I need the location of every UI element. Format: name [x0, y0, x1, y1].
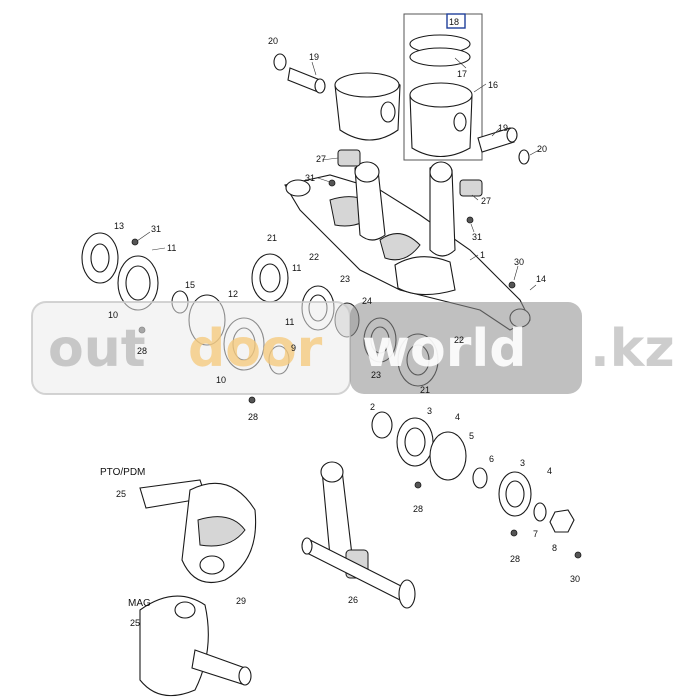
callout-18: 18 [449, 17, 459, 27]
ring-5 [429, 431, 467, 481]
callout-14: 14 [536, 274, 546, 284]
callout-5: 5 [469, 431, 474, 441]
callout-20-right: 20 [537, 144, 547, 154]
callout-31-left: 31 [305, 173, 315, 183]
ring-2 [371, 411, 393, 439]
mag-crank-half [139, 595, 252, 697]
callout-11-lower: 11 [285, 317, 294, 327]
callout-25-mag: 25 [130, 618, 140, 628]
leader-lines [136, 57, 540, 291]
needle-bearing-right [459, 179, 483, 197]
wrist-pin-clip-right [518, 149, 530, 165]
callout-labels: 18 20 19 17 16 19 20 27 31 27 31 13 31 1… [100, 17, 580, 628]
ring-6 [472, 467, 488, 489]
callout-24: 24 [362, 296, 372, 306]
callout-20-top: 20 [268, 36, 278, 46]
watermark-door: door [188, 319, 323, 379]
nut-8 [549, 509, 575, 533]
caption-mag: MAG [128, 598, 151, 609]
callout-23-bottom: 23 [371, 370, 381, 380]
callout-12: 12 [228, 289, 238, 299]
callout-8: 8 [552, 543, 557, 553]
callout-9: 9 [291, 343, 296, 353]
callout-11-center: 11 [292, 263, 301, 273]
callout-27-right: 27 [481, 196, 491, 206]
callout-28-left: 28 [137, 346, 147, 356]
callout-15: 15 [185, 280, 195, 290]
crankshaft-assembly [284, 149, 531, 331]
callout-11-left: 11 [167, 243, 176, 253]
callout-30-bottom: 30 [570, 574, 580, 584]
callout-2: 2 [370, 402, 375, 412]
piston-ring-bottom [409, 47, 471, 67]
callout-13: 13 [114, 221, 124, 231]
ring-7 [533, 502, 547, 522]
callout-25-pto: 25 [116, 489, 126, 499]
callout-31-seal: 31 [151, 224, 161, 234]
callout-27-left: 27 [316, 154, 326, 164]
callout-7: 7 [533, 529, 538, 539]
needle-bearing-left [337, 149, 361, 167]
wrist-pin-clip-left [273, 53, 287, 71]
callout-30-top: 30 [514, 257, 524, 267]
connecting-rod-assembly [301, 461, 416, 609]
callout-16: 16 [488, 80, 498, 90]
callout-19-right: 19 [498, 123, 508, 133]
callout-21-bottom: 21 [420, 385, 430, 395]
callout-4-upper: 4 [455, 412, 460, 422]
right-bearing-stack [371, 281, 582, 559]
callout-3-lower: 3 [520, 458, 525, 468]
callout-23-top: 23 [340, 274, 350, 284]
watermark-kz: .kz [590, 319, 675, 379]
callout-28-center: 28 [248, 412, 258, 422]
callout-21-top: 21 [267, 233, 277, 243]
pto-crank-half [139, 479, 257, 584]
caption-pto-pdm: PTO/PDM [100, 467, 145, 478]
watermark: out door world .kz [31, 301, 675, 395]
callout-10-left: 10 [108, 310, 118, 320]
watermark-out: out [48, 319, 146, 379]
callout-26: 26 [348, 595, 358, 605]
callout-4-lower: 4 [547, 466, 552, 476]
callout-3-upper: 3 [427, 406, 432, 416]
callout-28-right: 28 [413, 504, 423, 514]
callout-22-top: 22 [309, 252, 319, 262]
callout-22-right: 22 [454, 335, 464, 345]
callout-6: 6 [489, 454, 494, 464]
callout-10-center: 10 [216, 375, 226, 385]
piston-assembly [273, 13, 530, 165]
callout-17: 17 [457, 69, 467, 79]
mag-crank-web [139, 595, 209, 697]
callout-19-top: 19 [309, 52, 319, 62]
watermark-world: world [362, 319, 526, 379]
callout-1: 1 [480, 250, 485, 260]
callout-28-lower: 28 [510, 554, 520, 564]
callout-31-right: 31 [472, 232, 482, 242]
callout-29: 29 [236, 596, 246, 606]
